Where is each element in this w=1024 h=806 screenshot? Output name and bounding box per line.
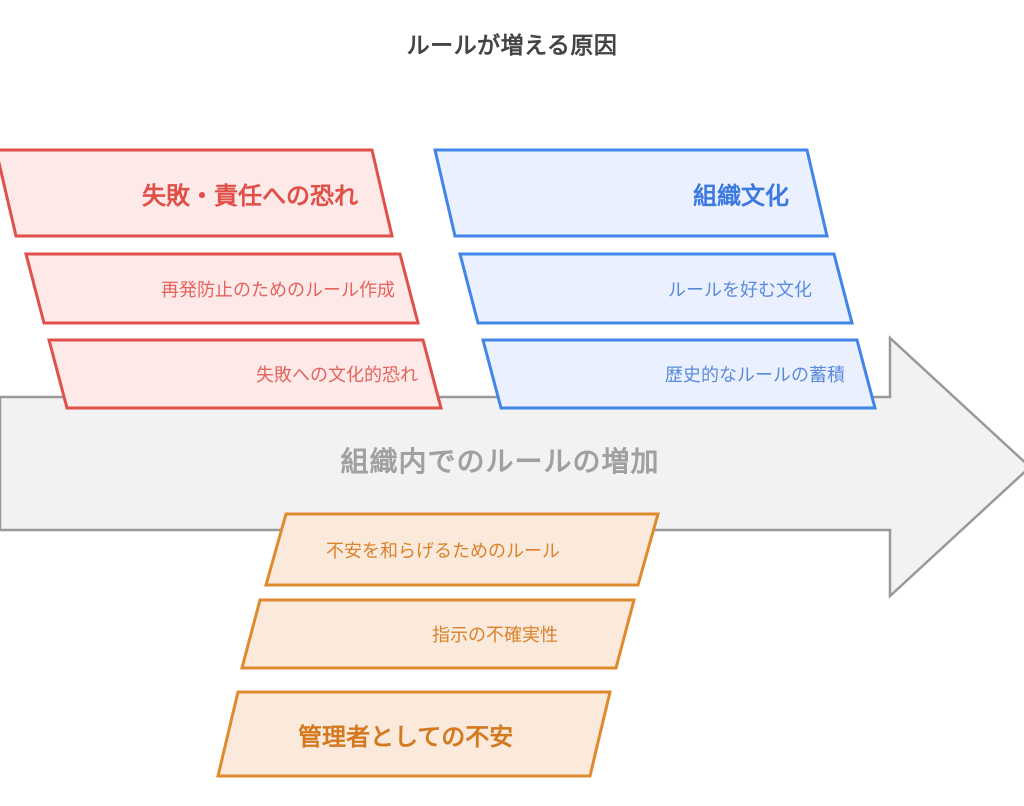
- band-label: 失敗への文化的恐れ: [256, 365, 418, 385]
- band-fear-2[interactable]: 失敗への文化的恐れ: [47, 338, 443, 410]
- band-fear-0[interactable]: 失敗・責任への恐れ: [0, 148, 394, 238]
- band-label: 組織文化: [693, 182, 789, 210]
- band-shape: [240, 598, 636, 670]
- band-shape: [458, 252, 854, 325]
- band-label: 失敗・責任への恐れ: [142, 182, 358, 210]
- band-shape: [0, 148, 394, 238]
- band-shape: [47, 338, 443, 410]
- band-culture-2[interactable]: 歴史的なルールの蓄積: [481, 338, 877, 410]
- band-anxiety-2[interactable]: 管理者としての不安: [216, 690, 612, 778]
- band-shape: [264, 512, 660, 587]
- band-label: 管理者としての不安: [298, 723, 514, 751]
- band-anxiety-0[interactable]: 不安を和らげるためのルール: [264, 512, 660, 587]
- band-label: 再発防止のためのルール作成: [161, 279, 395, 300]
- band-shape: [481, 338, 877, 410]
- band-culture-1[interactable]: ルールを好む文化: [458, 252, 854, 325]
- band-shape: [24, 252, 420, 325]
- band-shape: [433, 148, 829, 238]
- band-anxiety-1[interactable]: 指示の不確実性: [240, 598, 636, 670]
- band-label: 歴史的なルールの蓄積: [665, 365, 845, 385]
- band-shape: [216, 690, 612, 778]
- page-title: ルールが増える原因: [406, 32, 618, 58]
- band-label: ルールを好む文化: [668, 279, 812, 300]
- band-label: 不安を和らげるためのルール: [326, 540, 560, 561]
- band-fear-1[interactable]: 再発防止のためのルール作成: [24, 252, 420, 325]
- band-label: 指示の不確実性: [432, 625, 558, 645]
- band-culture-0[interactable]: 組織文化: [433, 148, 829, 238]
- arrow-label: 組織内でのルールの増加: [340, 446, 660, 477]
